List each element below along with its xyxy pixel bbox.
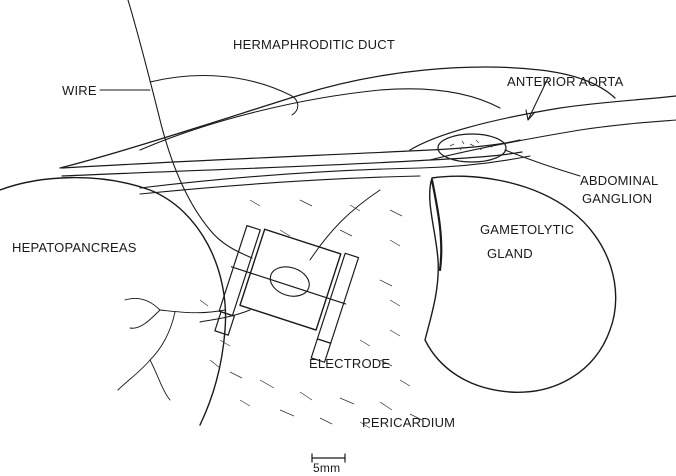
label-electrode: ELECTRODE — [309, 356, 390, 371]
gametolytic-gland-outline — [425, 176, 616, 392]
nerve-band-upper — [62, 140, 520, 168]
hepatopancreas-vessel — [118, 298, 225, 400]
label-hermaphroditic-duct: HERMAPHRODITIC DUCT — [233, 37, 395, 52]
label-gametolytic: GAMETOLYTIC — [480, 222, 574, 237]
duct-inner-curve — [150, 76, 298, 115]
hepatopancreas-outline — [0, 178, 226, 425]
anterior-aorta-vessel-2 — [430, 120, 676, 160]
label-scale-bar: 5mm — [313, 461, 340, 476]
electrode-assembly — [211, 221, 360, 367]
label-gland: GLAND — [487, 246, 533, 261]
label-pericardium: PERICARDIUM — [362, 415, 455, 430]
label-abdominal: ABDOMINAL — [580, 173, 658, 188]
hermaphroditic-duct-lower-edge — [140, 89, 500, 150]
label-wire: WIRE — [62, 83, 97, 98]
ganglion-connective — [505, 150, 580, 176]
label-ganglion: GANGLION — [582, 191, 652, 206]
label-hepatopancreas: HEPATOPANCREAS — [12, 240, 137, 255]
label-anterior-aorta: ANTERIOR AORTA — [507, 74, 623, 89]
